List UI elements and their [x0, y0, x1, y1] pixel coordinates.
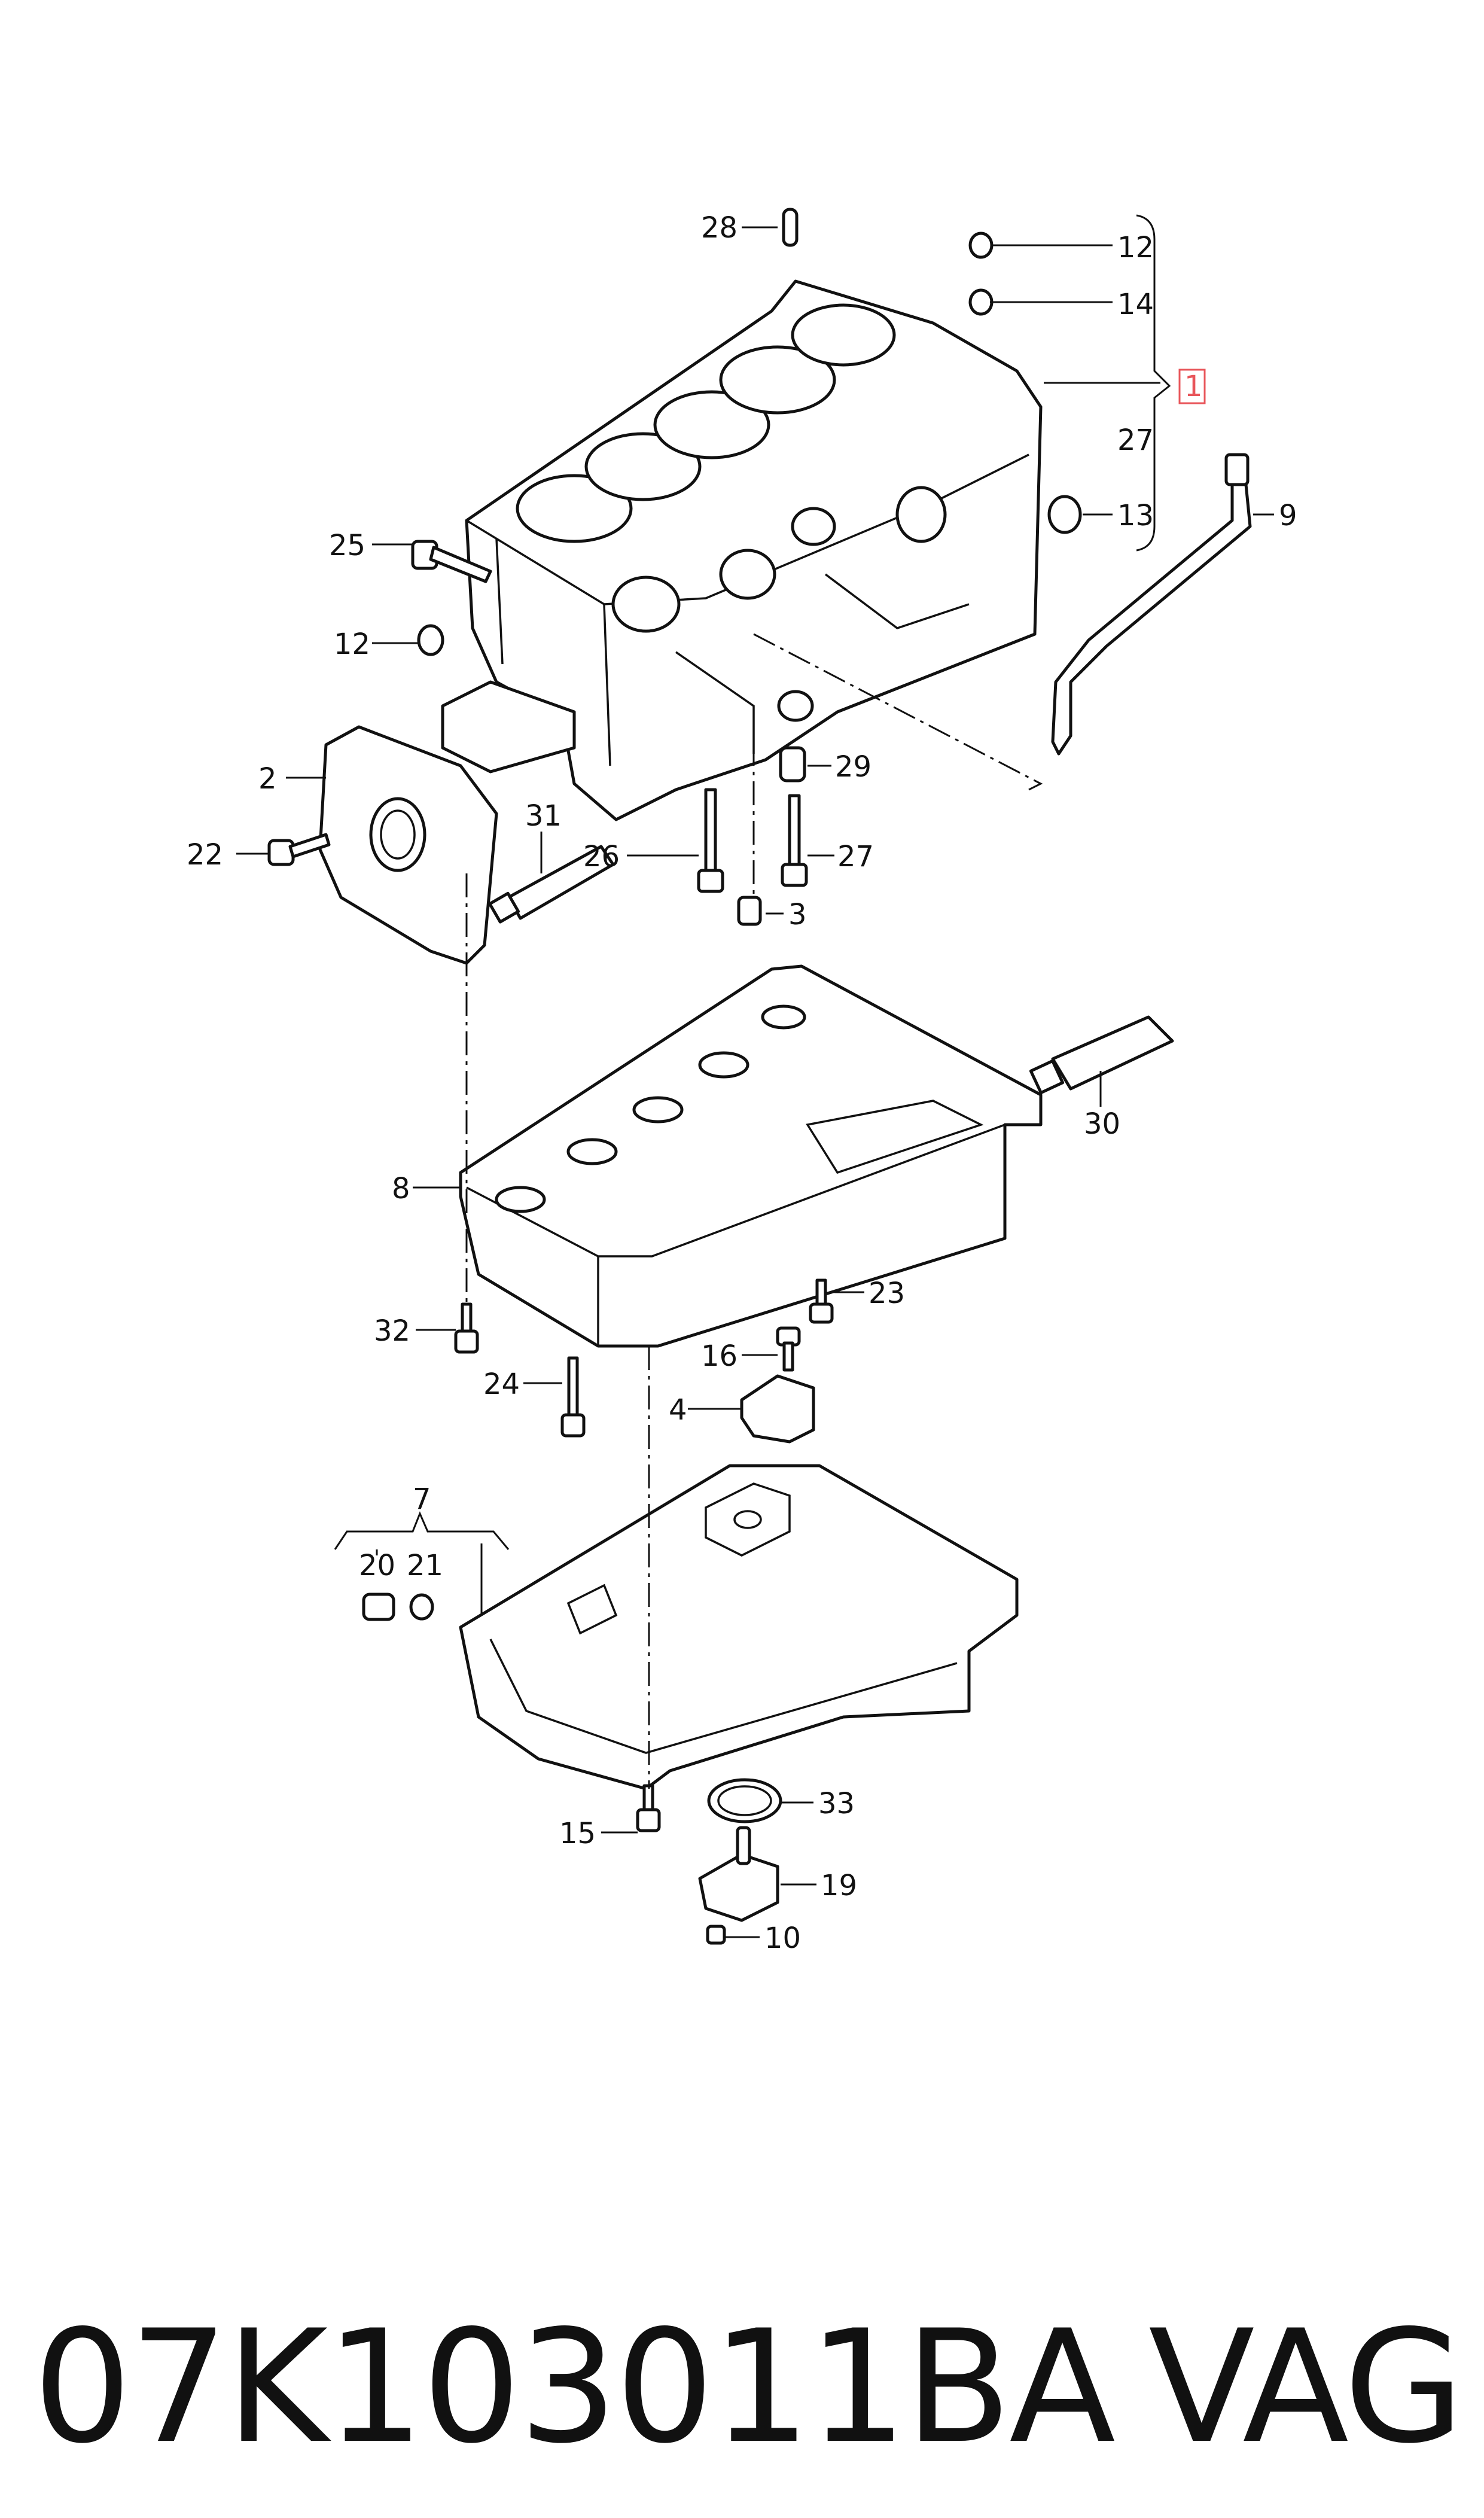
callout-12-upper: 12	[1117, 231, 1154, 264]
callout-21: 21	[407, 1549, 443, 1582]
plug-14	[968, 288, 994, 316]
callout-27-upper: 27	[1117, 424, 1154, 457]
callout-10: 10	[764, 1922, 801, 1955]
callout-20: 20	[359, 1549, 395, 1582]
seal-ring-21	[409, 1593, 434, 1621]
dowel-pin-28	[782, 208, 799, 247]
callout-14: 14	[1117, 288, 1154, 321]
callout-33: 33	[818, 1787, 855, 1820]
plug-13	[1047, 495, 1082, 534]
sleeve-29	[779, 746, 806, 783]
part-number-text: 07K103011BA	[33, 2297, 1116, 2478]
callout-7: 7	[413, 1482, 431, 1516]
bolt-32	[454, 1302, 479, 1354]
bolt-22	[267, 833, 331, 866]
oil-pan-upper-section	[459, 964, 1043, 1348]
oil-pan-lower	[459, 1464, 1019, 1791]
cylinder-block	[441, 279, 1043, 821]
callout-9: 9	[1279, 499, 1297, 532]
callout-2: 2	[258, 762, 277, 796]
callout-25: 25	[329, 529, 365, 562]
bolt-23	[809, 1278, 834, 1324]
bolt-25	[411, 540, 492, 583]
callout-24: 24	[483, 1368, 520, 1401]
callout-16: 16	[701, 1339, 738, 1373]
plug-12-lower	[417, 624, 444, 656]
callout-1-highlight	[1178, 369, 1206, 404]
bolt-15	[636, 1784, 661, 1832]
callout-12-lower: 12	[334, 628, 370, 661]
oil-level-sensor-19	[698, 1826, 779, 1922]
callout-13: 13	[1117, 499, 1154, 532]
callout-28: 28	[701, 211, 738, 245]
callout-4: 4	[669, 1393, 687, 1427]
plug-12-upper	[968, 232, 994, 259]
callout-15: 15	[559, 1817, 596, 1850]
callout-19: 19	[821, 1869, 857, 1902]
dipstick-guide-tube	[1051, 465, 1252, 756]
callout-27-lower: 27	[837, 840, 874, 873]
callout-26: 26	[583, 840, 620, 873]
sealant-tube-large-nozzle	[1029, 1059, 1065, 1095]
dipstick-cap	[1224, 453, 1250, 486]
callout-29: 29	[835, 750, 871, 784]
callout-8: 8	[392, 1172, 410, 1205]
callout-31: 31	[525, 799, 562, 833]
bolt-16	[776, 1326, 801, 1372]
oil-level-sensor-4	[740, 1374, 815, 1444]
callout-23: 23	[869, 1277, 905, 1310]
callout-32: 32	[374, 1314, 410, 1348]
callout-1[interactable]: 1	[1184, 370, 1203, 403]
brand-text: VAG	[1148, 2297, 1462, 2478]
callout-22: 22	[187, 838, 223, 872]
sealant-tube-large	[1051, 1015, 1174, 1091]
sealing-flange	[318, 725, 498, 965]
callout-3: 3	[788, 898, 807, 931]
bolt-24	[560, 1356, 586, 1438]
callout-30: 30	[1084, 1107, 1120, 1141]
bolt-27-lower	[781, 794, 808, 887]
drain-plug-20	[362, 1593, 395, 1621]
bolt-10	[706, 1925, 726, 1945]
bolt-26	[697, 788, 724, 893]
plug-3	[737, 896, 762, 926]
sealant-tube-small-nozzle	[488, 891, 520, 924]
